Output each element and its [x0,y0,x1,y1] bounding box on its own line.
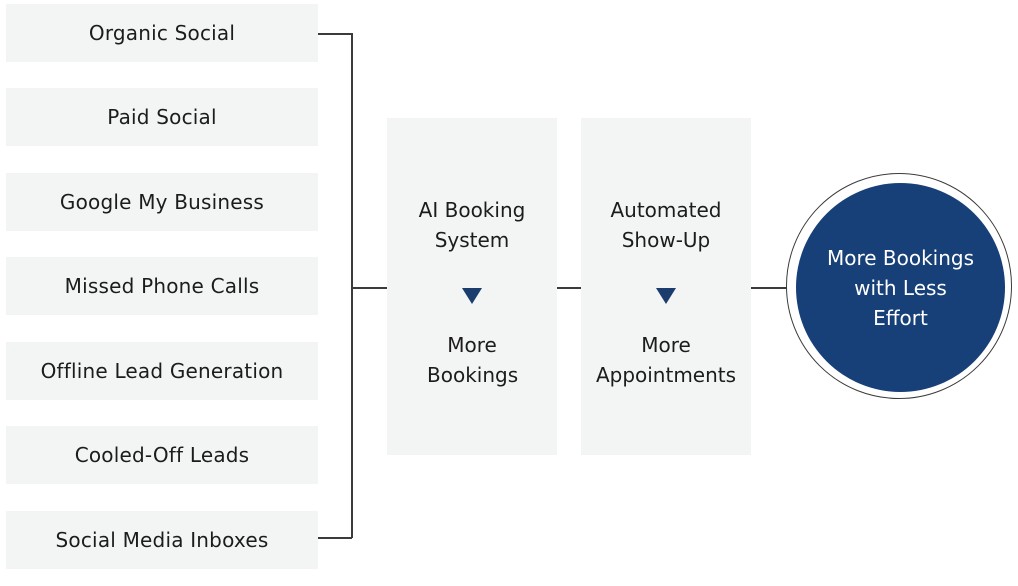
source-label: Cooled-Off Leads [74,443,250,467]
stage-result: More Appointments [595,333,737,387]
outcome-circle: More Bookings with Less Effort [796,183,1005,392]
source-label: Organic Social [88,21,236,45]
source-label: Offline Lead Generation [40,359,284,383]
bracket-bottom-tick [318,537,352,539]
down-triangle-icon [462,288,482,304]
stage-title: AI Booking System [418,198,526,252]
source-organic-social: Organic Social [6,4,318,62]
source-cooled-off-leads: Cooled-Off Leads [6,426,318,484]
connector-stage-1-to-2 [557,287,581,289]
source-paid-social: Paid Social [6,88,318,146]
source-label: Google My Business [59,190,265,214]
stage-title: Automated Show-Up [610,198,722,252]
source-label: Missed Phone Calls [64,274,260,298]
connector-to-stage-1 [352,287,387,289]
outcome-ring [786,173,1012,399]
bracket-vertical-line [351,33,353,538]
down-triangle-icon [656,288,676,304]
outcome-text: More Bookings with Less Effort [826,245,975,330]
bracket-top-tick [318,33,352,35]
stage-automated-show-up: Automated Show-Up More Appointments [581,118,751,455]
source-offline-lead-generation: Offline Lead Generation [6,342,318,400]
source-social-media-inboxes: Social Media Inboxes [6,511,318,569]
source-missed-phone-calls: Missed Phone Calls [6,257,318,315]
stage-ai-booking: AI Booking System More Bookings [387,118,557,455]
source-label: Paid Social [107,105,217,129]
source-label: Social Media Inboxes [55,528,269,552]
stage-result: More Bookings [427,333,519,387]
connector-stage-2-to-outcome [751,287,787,289]
source-google-my-business: Google My Business [6,173,318,231]
